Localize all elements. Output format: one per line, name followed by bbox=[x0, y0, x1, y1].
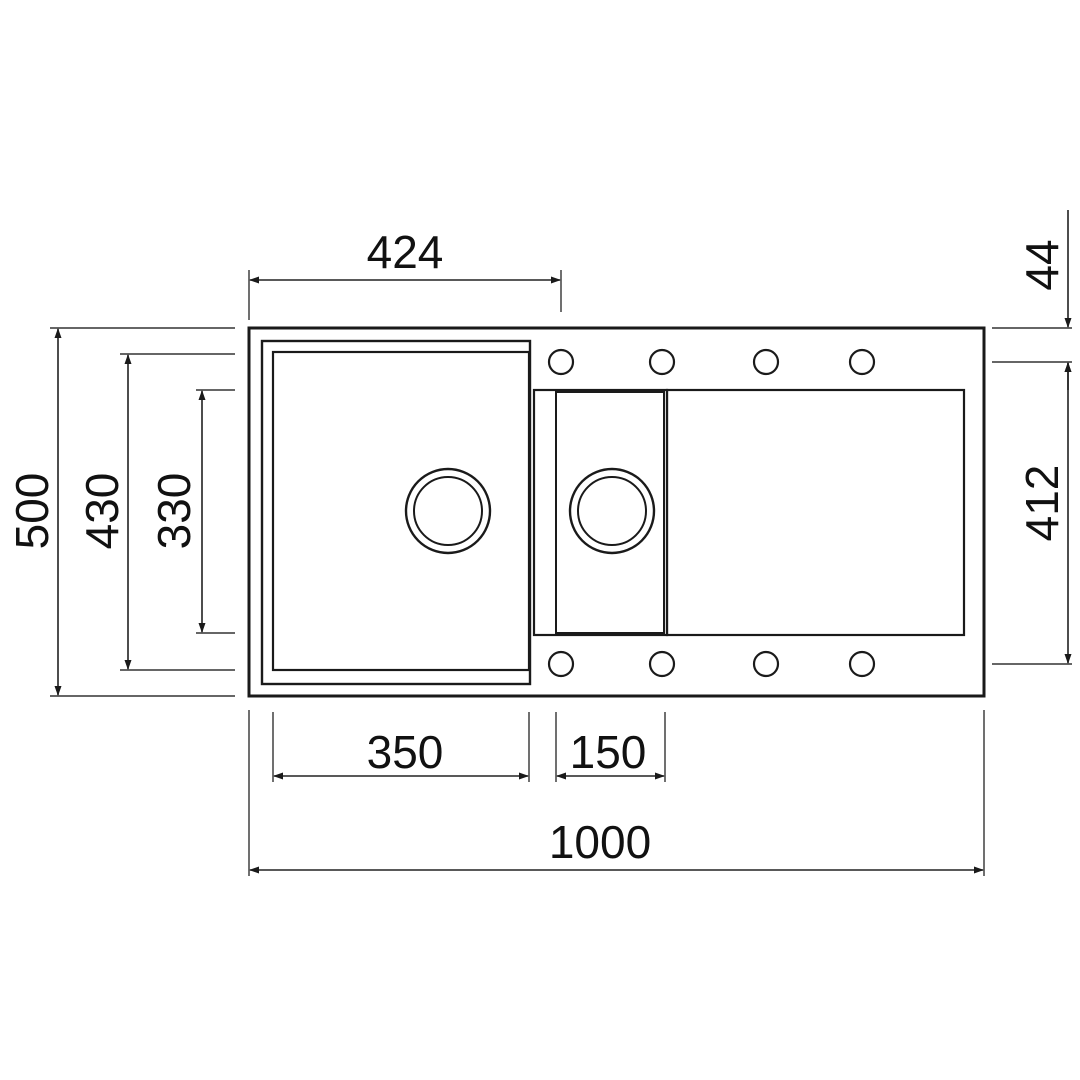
small-bowl-drain-inner bbox=[577, 476, 647, 546]
sink-outer-frame bbox=[247, 326, 986, 698]
sink-outline bbox=[247, 326, 986, 698]
dimension-150: 150 bbox=[555, 712, 666, 782]
tap-hole bbox=[648, 348, 676, 376]
tap-hole bbox=[547, 650, 575, 678]
tap-holes bbox=[547, 348, 876, 678]
tap-hole bbox=[752, 650, 780, 678]
tap-hole bbox=[648, 650, 676, 678]
tap-hole bbox=[848, 348, 876, 376]
dimension-label-350: 350 bbox=[367, 726, 444, 778]
drainer-board bbox=[665, 388, 966, 637]
drainer-board-area bbox=[665, 388, 966, 637]
small-bowl bbox=[532, 388, 669, 637]
tap-hole bbox=[752, 348, 780, 376]
tap-hole bbox=[547, 348, 575, 376]
tap-hole bbox=[848, 650, 876, 678]
dimension-424: 424 bbox=[248, 226, 562, 320]
dimension-label-330: 330 bbox=[148, 473, 200, 550]
dimension-430: 430 bbox=[76, 353, 235, 671]
dimension-412: 412 bbox=[992, 362, 1072, 665]
dimension-350: 350 bbox=[272, 712, 530, 782]
small-bowl-drain-outer bbox=[568, 467, 656, 555]
dimension-500: 500 bbox=[6, 327, 235, 697]
dimension-label-1000: 1000 bbox=[549, 816, 651, 868]
dimension-label-430: 430 bbox=[76, 473, 128, 550]
dimension-label-500: 500 bbox=[6, 473, 58, 550]
dimension-330: 330 bbox=[148, 389, 235, 634]
dimension-label-412: 412 bbox=[1016, 465, 1068, 542]
main-bowl bbox=[260, 339, 532, 686]
small-bowl-inner bbox=[555, 391, 665, 634]
main-bowl-drain-outer bbox=[404, 467, 492, 555]
dimension-44: 44 bbox=[992, 210, 1072, 390]
dimension-label-44: 44 bbox=[1016, 239, 1068, 290]
main-bowl-inner bbox=[271, 350, 531, 672]
dimension-label-424: 424 bbox=[367, 226, 444, 278]
small-bowl-rim bbox=[532, 388, 669, 637]
main-bowl-drain-inner bbox=[413, 476, 483, 546]
dimension-1000: 1000 bbox=[248, 710, 985, 876]
dimension-label-150: 150 bbox=[570, 726, 647, 778]
